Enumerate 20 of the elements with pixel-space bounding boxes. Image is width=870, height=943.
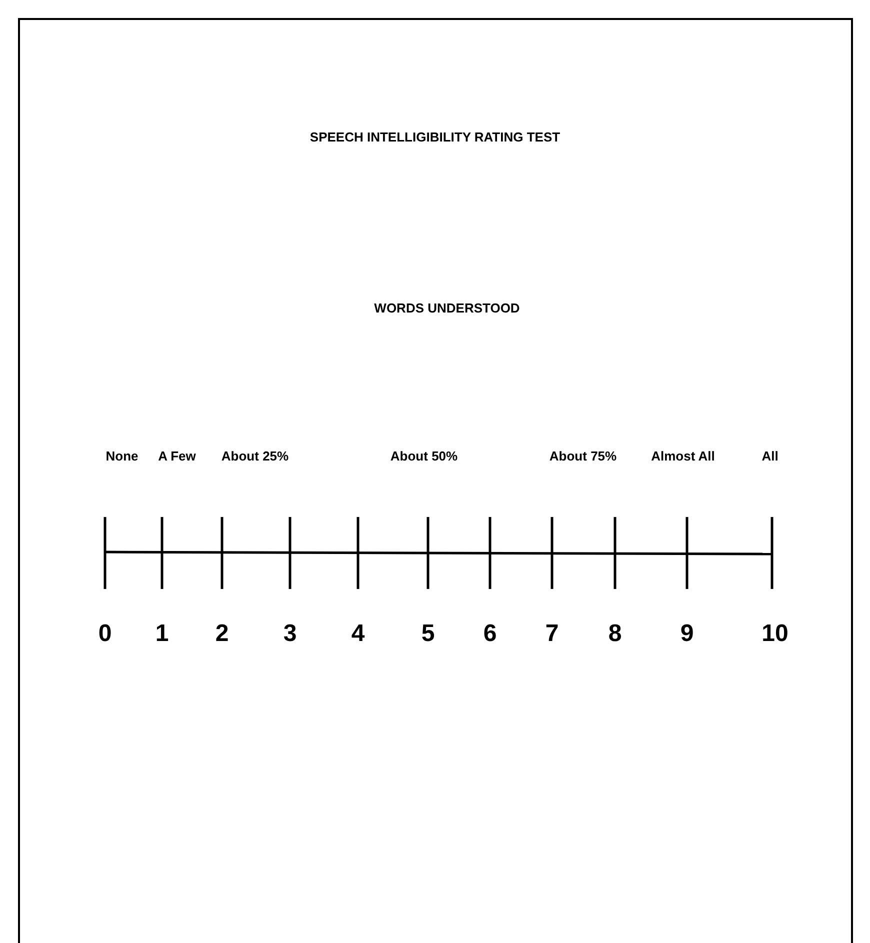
scale-anchor-label: Almost All — [651, 448, 715, 464]
scale-number: 7 — [545, 620, 559, 648]
scale-heading: WORDS UNDERSTOOD — [374, 300, 520, 316]
scale-anchor-label: All — [762, 448, 778, 464]
scale-number: 6 — [483, 620, 497, 648]
scale-anchor-label: About 75% — [549, 448, 617, 464]
scale-number: 2 — [215, 620, 229, 648]
scale-anchor-label: None — [106, 448, 138, 464]
scale-number: 0 — [98, 620, 112, 648]
title: SPEECH INTELLIGIBILITY RATING TEST — [310, 130, 560, 144]
scale-number: 9 — [680, 620, 694, 648]
scale-anchor-label: A Few — [158, 448, 196, 464]
scale-number: 8 — [608, 620, 622, 648]
scale-number: 4 — [351, 620, 365, 648]
scale-number: 3 — [283, 620, 297, 648]
scale-number: 5 — [421, 620, 435, 648]
scale-anchor-label: About 50% — [390, 448, 458, 464]
scale-number: 1 — [155, 620, 169, 648]
scale-anchor-label: About 25% — [221, 448, 289, 464]
scale-number: 10 — [762, 620, 788, 648]
